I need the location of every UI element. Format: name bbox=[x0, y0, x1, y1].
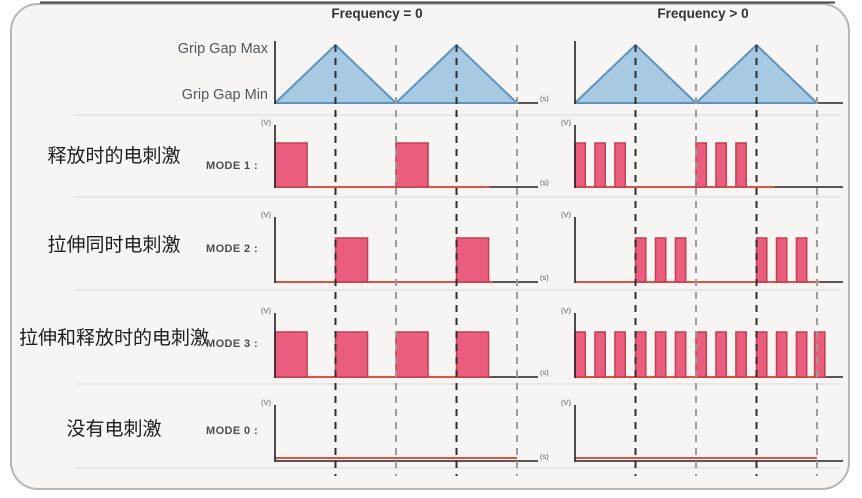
grip-gap-min-label: Grip Gap Min bbox=[181, 87, 268, 103]
mode-1-label: MODE 1 : bbox=[206, 160, 259, 172]
voltage-axis-unit-label: (V) bbox=[561, 210, 571, 219]
time-axis-unit-label: (s) bbox=[540, 273, 549, 282]
row-label-stim-on-stretch: 拉伸同时电刺激 bbox=[47, 235, 181, 256]
time-axis-unit-label: (s) bbox=[540, 94, 549, 103]
row-label-stim-on-stretch-and-release: 拉伸和释放时的电刺激 bbox=[18, 328, 209, 349]
column-header-frequency-gt-zero: Frequency > 0 bbox=[657, 6, 749, 21]
column-header-frequency-zero: Frequency = 0 bbox=[331, 6, 423, 21]
time-axis-unit-label: (s) bbox=[540, 368, 549, 377]
mode-0-label: MODE 0 : bbox=[206, 425, 259, 437]
time-axis-unit-label: (s) bbox=[540, 178, 549, 187]
mode-3-label: MODE 3 : bbox=[206, 338, 259, 350]
row-label-stim-on-release: 释放时的电刺激 bbox=[47, 146, 181, 167]
row-label-no-stim: 没有电刺激 bbox=[66, 419, 162, 440]
mode-2-label: MODE 2 : bbox=[206, 243, 259, 255]
time-axis-unit-label: (s) bbox=[540, 452, 549, 461]
voltage-axis-unit-label: (V) bbox=[561, 306, 571, 315]
voltage-axis-unit-label: (V) bbox=[261, 210, 271, 219]
voltage-axis-unit-label: (V) bbox=[561, 118, 571, 127]
voltage-axis-unit-label: (V) bbox=[261, 398, 271, 407]
voltage-axis-unit-label: (V) bbox=[561, 398, 571, 407]
voltage-axis-unit-label: (V) bbox=[261, 118, 271, 127]
grip-gap-max-label: Grip Gap Max bbox=[177, 41, 268, 57]
voltage-axis-unit-label: (V) bbox=[261, 306, 271, 315]
